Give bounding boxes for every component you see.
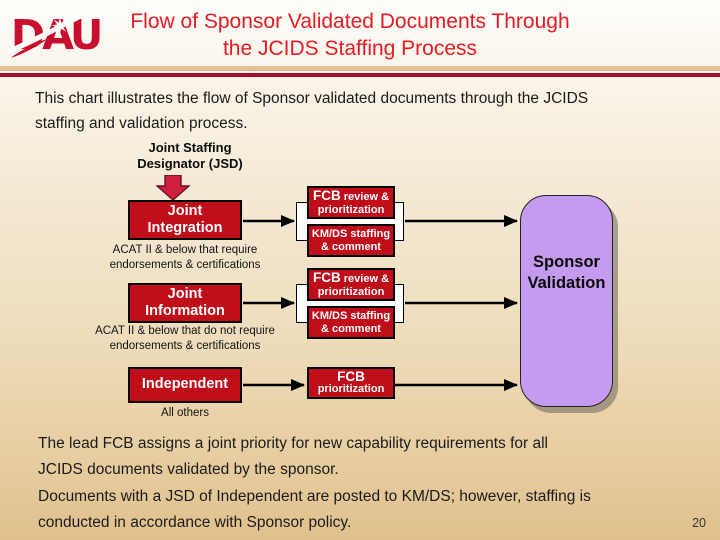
process-box-line: FCB review & <box>312 269 390 286</box>
fcb-strong: FCB <box>312 187 341 203</box>
process-box-fcb-prioritization: FCB prioritization <box>307 367 395 399</box>
footer-line: conducted in accordance with Sponsor pol… <box>38 513 352 531</box>
fcb-rest: review & <box>343 190 390 203</box>
sponsor-line: Sponsor <box>533 253 600 271</box>
process-box-line: KM/DS staffing <box>311 309 391 322</box>
process-box-line: KM/DS staffing <box>311 227 391 240</box>
fcb-rest: review & <box>343 272 390 285</box>
box-text-line: Joint <box>167 202 203 219</box>
caption-joint-information: ACAT II & below that do not require endo… <box>55 324 315 354</box>
jsd-label: Joint Staffing Designator (JSD) <box>85 140 295 172</box>
page-title-line1: Flow of Sponsor Validated Documents Thro… <box>130 10 570 33</box>
process-box-line: prioritization <box>317 203 385 216</box>
sponsor-line: Validation <box>527 274 606 292</box>
process-box-line: & comment <box>321 322 381 335</box>
jsd-label-line1: Joint Staffing <box>148 140 232 155</box>
intro-text: This chart illustrates the flow of Spons… <box>35 86 705 136</box>
footer-paragraph-2: Documents with a JSD of Independent are … <box>38 484 708 535</box>
footer-paragraph-1: The lead FCB assigns a joint priority fo… <box>38 431 708 482</box>
caption-joint-integration: ACAT II & below that require endorsement… <box>65 243 305 273</box>
caption-line: All others <box>161 407 209 419</box>
box-text-line: Integration <box>147 220 223 236</box>
logo-swoosh <box>8 6 106 54</box>
flow-box-joint-information: Joint Information <box>128 283 242 323</box>
intro-line1: This chart illustrates the flow of Spons… <box>35 90 589 107</box>
caption-line: ACAT II & below that require <box>112 244 258 256</box>
process-box-line: & comment <box>321 240 381 253</box>
process-box-line: FCB review & <box>312 187 390 204</box>
process-box-line: prioritization <box>317 383 385 395</box>
footer-line: Documents with a JSD of Independent are … <box>38 488 591 505</box>
divider-crimson-band <box>0 73 720 77</box>
fcb-strong: FCB <box>312 269 341 285</box>
sponsor-validation-box: Sponsor Validation <box>520 195 613 407</box>
page-number: 20 <box>692 516 706 530</box>
jsd-label-line2: Designator (JSD) <box>137 156 243 171</box>
box-text-line: Information <box>145 303 225 319</box>
intro-line2: staffing and validation process. <box>35 115 248 132</box>
process-box-kmds-row2: KM/DS staffing & comment <box>307 306 395 339</box>
caption-line: ACAT II & below that do not require <box>95 325 275 337</box>
jsd-down-arrow-icon <box>156 175 190 201</box>
process-box-line: prioritization <box>317 285 385 298</box>
box-text-line: Independent <box>141 376 229 393</box>
process-box-kmds-row1: KM/DS staffing & comment <box>307 224 395 257</box>
logo-star <box>51 16 69 35</box>
footer-text: The lead FCB assigns a joint priority fo… <box>38 431 708 535</box>
page-title: Flow of Sponsor Validated Documents Thro… <box>110 8 590 62</box>
divider-tan-band <box>0 66 720 71</box>
page-title-line2: the JCIDS Staffing Process <box>222 37 478 60</box>
box-text-line: Joint <box>167 285 203 302</box>
flow-box-independent: Independent <box>128 367 242 403</box>
process-box-fcb-review-row2: FCB review & prioritization <box>307 268 395 301</box>
caption-independent: All others <box>85 406 285 421</box>
footer-line: JCIDS documents validated by the sponsor… <box>38 460 339 478</box>
footer-line: The lead FCB assigns a joint priority fo… <box>38 435 549 452</box>
caption-line: endorsements & certifications <box>109 259 261 271</box>
process-box-fcb-review-row1: FCB review & prioritization <box>307 186 395 219</box>
caption-line: endorsements & certifications <box>109 340 261 352</box>
logo-swoosh-tail <box>10 38 49 59</box>
flow-box-joint-integration: Joint Integration <box>128 200 242 240</box>
process-box-line: FCB <box>337 369 365 384</box>
dau-logo-icon: DAU <box>8 6 106 59</box>
